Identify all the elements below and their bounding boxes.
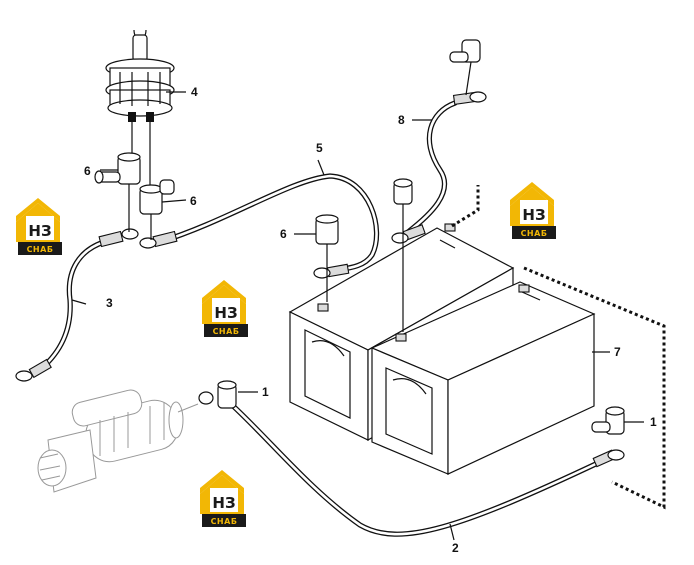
callout-7: 7 — [614, 345, 621, 359]
cable-8 — [391, 91, 487, 244]
dashed-link-right — [523, 266, 666, 510]
dashed-link-top — [451, 185, 480, 228]
svg-text:НЗ: НЗ — [28, 222, 51, 240]
svg-text:НЗ: НЗ — [214, 304, 237, 322]
terminal-cap-left — [94, 152, 141, 232]
callout-1-starter: 1 — [262, 385, 269, 399]
svg-text:СНАБ: СНАБ — [27, 245, 54, 254]
terminal-cap-right — [591, 406, 625, 435]
watermark-logo: НЗ СНАБ — [202, 280, 248, 337]
svg-text:СНАБ: СНАБ — [211, 517, 238, 526]
terminal-cap-middle — [393, 178, 413, 332]
svg-text:СНАБ: СНАБ — [213, 327, 240, 336]
svg-text:СНАБ: СНАБ — [521, 229, 548, 238]
callout-6-center: 6 — [190, 194, 197, 208]
starter-motor — [37, 389, 199, 493]
cable-2 — [229, 402, 625, 537]
terminal-cap-center — [139, 179, 175, 240]
svg-text:НЗ: НЗ — [212, 494, 235, 512]
cable-5 — [139, 173, 380, 279]
battery-switch — [105, 29, 175, 185]
watermark-logo: НЗ СНАБ — [16, 198, 62, 255]
callout-5: 5 — [316, 141, 323, 155]
svg-text:НЗ: НЗ — [522, 206, 545, 224]
callout-4: 4 — [191, 85, 198, 99]
watermark-logo: НЗ СНАБ — [200, 470, 246, 527]
callout-3: 3 — [106, 296, 113, 310]
callout-8: 8 — [398, 113, 405, 127]
terminal-cap-starter — [198, 380, 237, 409]
callout-6-left: 6 — [84, 164, 91, 178]
callout-2: 2 — [452, 541, 459, 555]
cable-3 — [15, 228, 139, 382]
terminal-cap-battery — [315, 214, 339, 302]
callout-6-battery: 6 — [280, 227, 287, 241]
terminal-cap-top — [449, 39, 481, 96]
leader-lines — [71, 91, 644, 541]
callout-1-right: 1 — [650, 415, 657, 429]
watermark-logo: НЗ СНАБ — [510, 182, 556, 239]
battery-front — [370, 281, 596, 475]
